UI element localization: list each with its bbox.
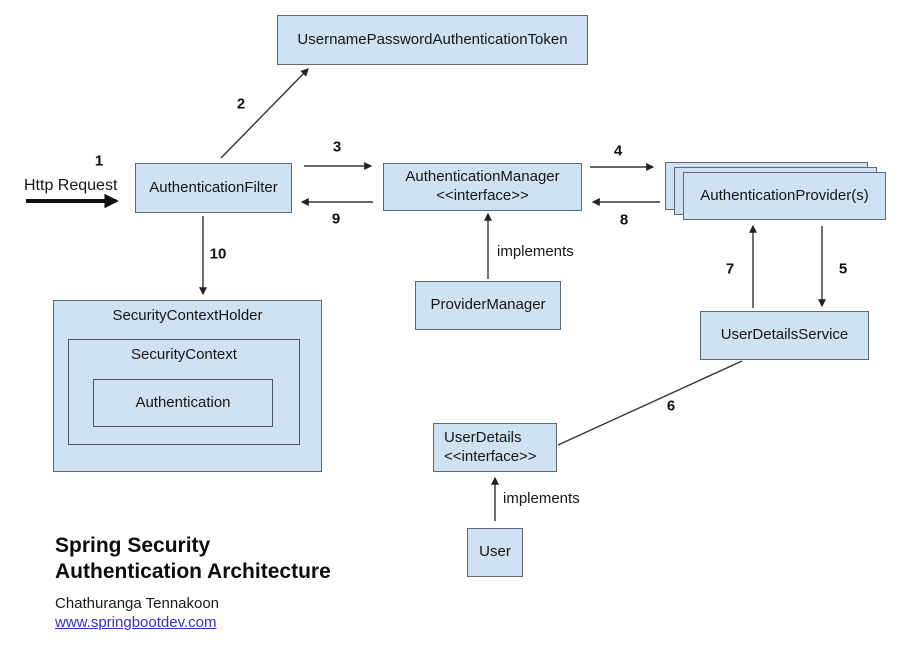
security-context-label: SecurityContext: [131, 346, 237, 363]
edge-label-1: 1: [94, 152, 104, 170]
authentication-label: Authentication: [135, 393, 231, 411]
edge-label-2: 2: [236, 95, 246, 113]
title-block: Spring Security Authentication Architect…: [55, 533, 331, 632]
edge-label-9: 9: [331, 210, 341, 228]
security-context-holder-label: SecurityContextHolder: [112, 307, 263, 324]
authentication-filter-box: AuthenticationFilter: [135, 163, 292, 213]
edge-label-5: 5: [838, 260, 848, 278]
token-box-label: UsernamePasswordAuthenticationToken: [297, 30, 568, 48]
line-6-userdetails-to-service: [557, 360, 743, 446]
auth-providers-label: AuthenticationProvider(s): [700, 186, 869, 204]
edge-label-3: 3: [332, 138, 342, 156]
authentication-manager-label: AuthenticationManager: [405, 168, 560, 186]
authentication-manager-stereotype: <<interface>>: [436, 187, 529, 204]
edge-label-7: 7: [725, 260, 735, 278]
implements-label-user: implements: [503, 490, 580, 507]
arrow-2-filter-to-token: [220, 68, 309, 159]
edge-label-10: 10: [209, 245, 227, 263]
author-name: Chathuranga Tennakoon: [55, 595, 220, 613]
diagram-title-line1: Spring Security: [55, 534, 211, 557]
edge-label-4: 4: [613, 142, 623, 160]
provider-manager-box: ProviderManager: [415, 281, 561, 330]
authentication-box: Authentication: [93, 379, 273, 427]
website-link[interactable]: www.springbootdev.com: [55, 614, 217, 632]
diagram-title-line2: Authentication Architecture: [55, 560, 331, 584]
authentication-manager-box: AuthenticationManager <<interface>>: [383, 163, 582, 211]
user-details-service-label: UserDetailsService: [720, 326, 849, 344]
token-box: UsernamePasswordAuthenticationToken: [277, 15, 588, 65]
user-details-stereotype: <<interface>>: [444, 447, 537, 465]
edge-label-6: 6: [666, 397, 676, 415]
user-box-label: User: [479, 543, 511, 561]
edge-label-8: 8: [619, 211, 629, 229]
user-box: User: [467, 528, 523, 577]
authentication-filter-label: AuthenticationFilter: [149, 178, 278, 196]
http-request-label: Http Request: [24, 177, 118, 194]
provider-manager-label: ProviderManager: [430, 296, 546, 314]
implements-label-provider: implements: [497, 243, 574, 260]
auth-providers-box: AuthenticationProvider(s): [683, 172, 886, 220]
user-details-box: UserDetails <<interface>>: [433, 423, 557, 472]
user-details-service-box: UserDetailsService: [700, 311, 869, 360]
user-details-label: UserDetails: [444, 428, 522, 446]
